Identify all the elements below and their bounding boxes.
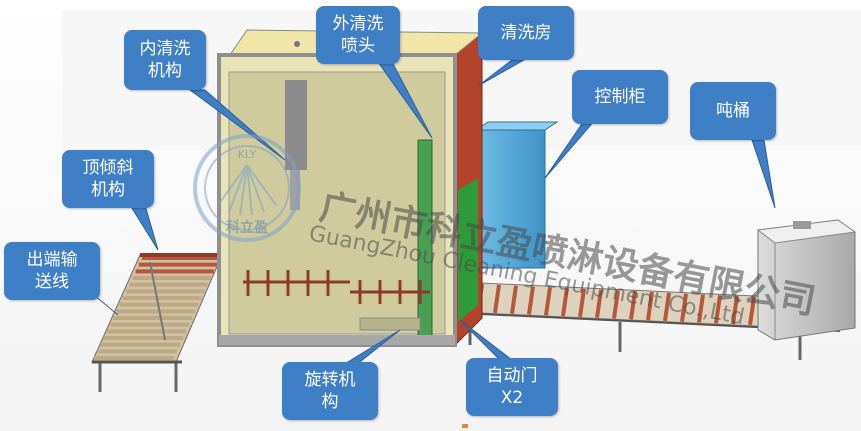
callout-outfeed-line: 出端输 送线 <box>4 242 100 300</box>
roller <box>646 291 654 321</box>
roller <box>714 295 722 324</box>
roller <box>748 296 756 326</box>
roller <box>595 289 603 318</box>
callout-outer-nozzle: 外清洗 喷头 <box>316 6 400 64</box>
wash-room-shape <box>217 29 484 347</box>
roller <box>629 291 637 320</box>
roller <box>527 286 535 315</box>
callout-auto-door: 自动门 X2 <box>466 358 558 416</box>
roller <box>731 295 739 325</box>
roller <box>578 288 586 318</box>
roller <box>510 285 518 314</box>
watermark-logo-text: 科立盈 <box>226 219 268 236</box>
roller <box>680 293 688 322</box>
watermark-logo-ring: KLY <box>238 148 257 161</box>
watermark-logo: KLY 科立盈 <box>193 134 301 242</box>
ton-barrel-shape <box>756 219 857 341</box>
callout-control-cabinet: 控制柜 <box>572 70 668 124</box>
roller <box>697 294 705 323</box>
callout-wash-room: 清洗房 <box>478 6 574 60</box>
callout-top-tilt: 顶倾斜 机构 <box>62 150 154 208</box>
roller <box>663 292 671 322</box>
roller <box>493 284 501 314</box>
outfeed-conveyor <box>91 253 223 392</box>
callout-inner-spray: 内清洗 机构 <box>124 30 206 90</box>
callout-barrel: 吨桶 <box>690 82 776 140</box>
callout-rotating-mechanism: 旋转机 构 <box>282 362 378 420</box>
control-cabinet-shape <box>474 121 559 269</box>
roller <box>612 290 620 319</box>
roller <box>544 286 552 316</box>
roller <box>561 287 569 317</box>
